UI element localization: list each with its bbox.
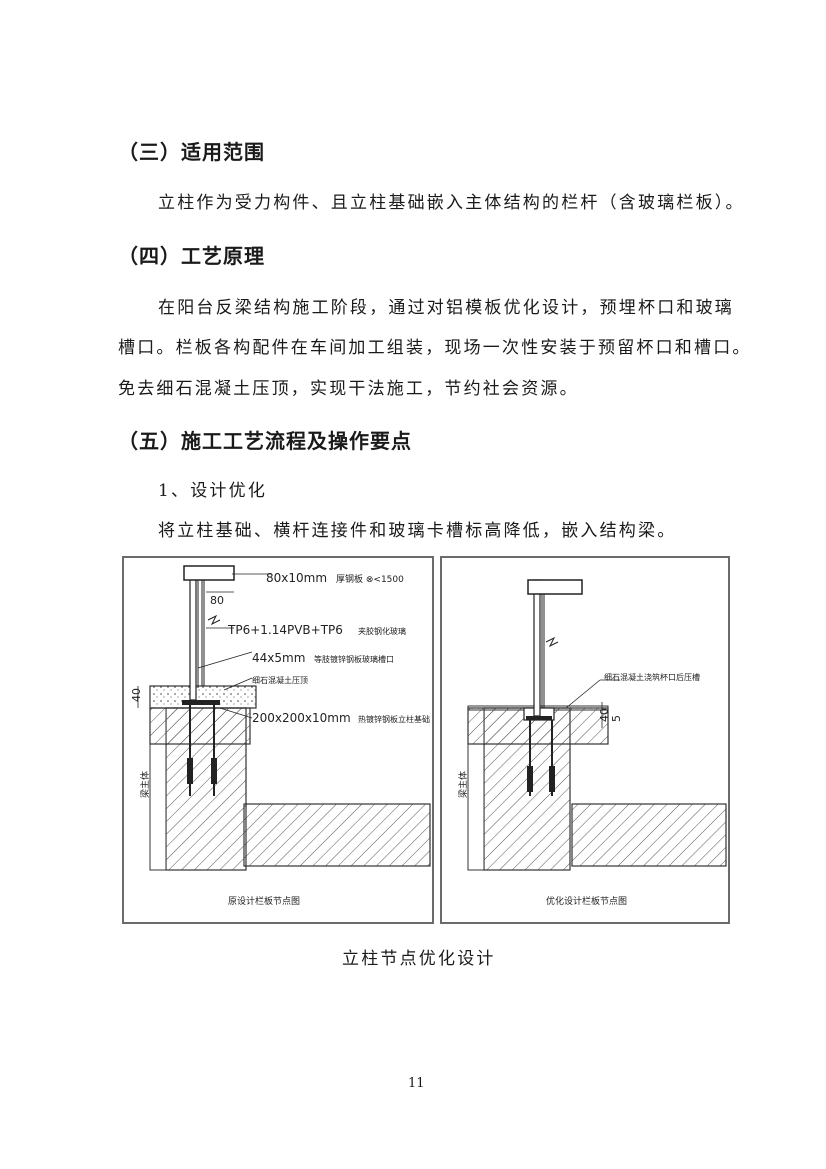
principle-line-1: 在阳台反梁结构施工阶段，通过对铝模板优化设计，预埋杯口和玻璃 [158,298,734,318]
original-design-drawing: 40 80x10mm 厚钢板 ⊗<1500 80 TP6+1.14PVB+TP6… [122,556,434,924]
process-paragraph: 将立柱基础、横杆连接件和玻璃卡槽标高降低，嵌入结构梁。 [158,521,677,541]
top-rail-label: 80x10mm [266,571,327,585]
principle-line-2: 槽口。栏板各构配件在车间加工组装，现场一次性安装于预留杯口和槽口。 [118,338,752,358]
base-plate-note: 热镀锌钢板立柱基础 [358,714,430,724]
post [533,579,541,717]
channel-note: 等肢镀锌钢板玻璃槽口 [314,654,394,664]
left-drawing-caption: 原设计栏板节点图 [228,895,300,907]
page-number: 11 [408,1076,425,1091]
figure-caption: 立柱节点优化设计 [342,949,496,969]
dim-40-label: 40 [130,688,143,702]
top-rail [183,565,235,581]
channel-label: 44x5mm [252,651,305,665]
slab [243,803,431,867]
section-heading-principle: （四）工艺原理 [118,244,265,268]
optimized-design-drawing: 细石混凝土浇筑杯口后压槽 40 5 梁主体 优化设计栏板节点图 [440,556,730,924]
base-plate [182,700,220,705]
top-rail [527,579,583,595]
beam-side-label: 梁主体 [139,771,151,798]
optimized-design-svg: 细石混凝土浇筑杯口后压槽 40 5 梁主体 优化设计栏板节点图 [457,579,727,907]
post [189,567,197,701]
base-plate-label: 200x200x10mm [252,711,351,725]
dim-40-label: 40 [598,708,611,722]
right-drawing-caption: 优化设计栏板节点图 [546,895,627,907]
topping-layer [149,685,257,709]
rail-width-label: 80 [210,594,224,607]
beam-side-label: 梁主体 [457,771,469,798]
glass-label: TP6+1.14PVB+TP6 [227,623,343,637]
top-rail-note: 厚钢板 ⊗<1500 [336,573,404,585]
section-heading-scope: （三）适用范围 [118,140,265,164]
principle-line-3: 免去细石混凝土压顶，实现干法施工，节约社会资源。 [118,379,579,399]
glass-note: 夹胶钢化玻璃 [358,626,406,636]
process-step-title: 1、设计优化 [158,481,268,501]
section-heading-process: （五）施工工艺流程及操作要点 [118,429,412,453]
cup-note: 细石混凝土浇筑杯口后压槽 [604,672,700,682]
original-design-svg: 40 80x10mm 厚钢板 ⊗<1500 80 TP6+1.14PVB+TP6… [130,565,431,907]
slab [571,803,727,867]
topping-label: 细石混凝土压顶 [252,675,308,685]
dim-5-label: 5 [610,715,623,722]
scope-paragraph: 立柱作为受力构件、且立柱基础嵌入主体结构的栏杆（含玻璃栏板）。 [158,193,745,213]
